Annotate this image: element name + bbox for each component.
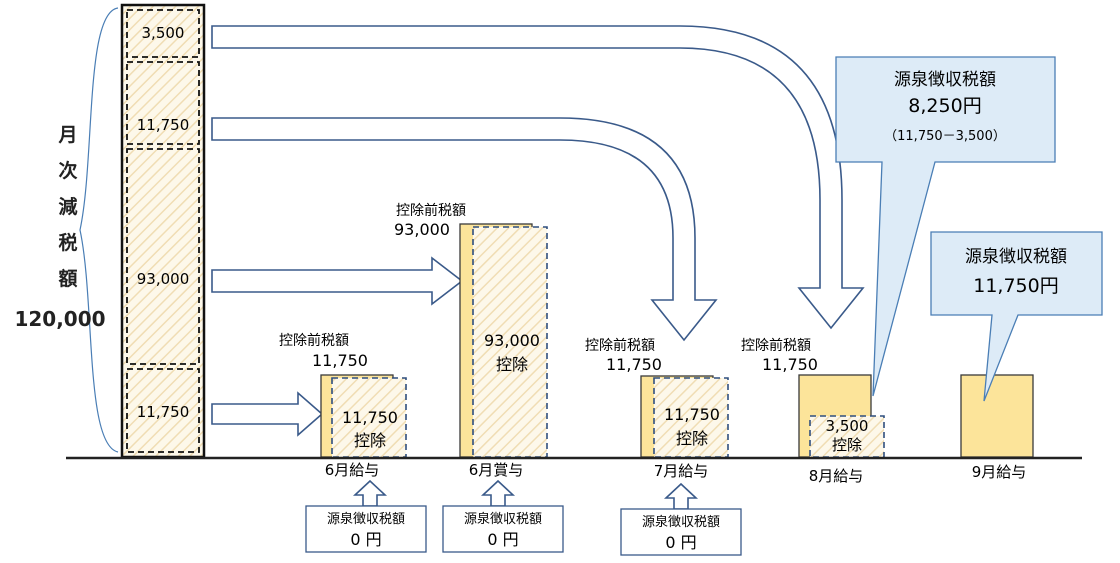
segment-value: 3,500 (142, 24, 185, 42)
segment-value: 11,750 (137, 116, 190, 134)
pre-tax-amount: 11,750 (312, 351, 368, 370)
total-amount: 120,000 (14, 307, 105, 331)
pay-label: 6月賞与 (469, 461, 524, 479)
withholding-title: 源泉徴収税額 (327, 511, 405, 527)
pre-tax-label: 控除前税額 (279, 332, 349, 349)
august-salary-group: 控除前税額 11,750 3,500 控除 8月給与 (741, 337, 885, 485)
august-callout: 源泉徴収税額 8,250円 （11,750－3,500） (835, 56, 1056, 397)
deduction-box (331, 377, 407, 458)
arrow-to-july-salary (211, 117, 718, 342)
september-salary-group: 9月給与 (960, 374, 1034, 481)
transfer-arrows (211, 25, 865, 510)
up-arrow-icon (480, 479, 516, 507)
total-label-char: 額 (58, 267, 77, 290)
september-callout: 源泉徴収税額 11,750円 (930, 231, 1103, 402)
june-salary-group: 控除前税額 11,750 11,750 控除 6月給与 源泉徴収税額 0 円 (279, 332, 427, 553)
up-arrow-icon (663, 482, 699, 510)
callout-title: 源泉徴収税額 (894, 70, 996, 90)
pay-label: 8月給与 (809, 467, 864, 485)
deduction-amount: 3,500 (826, 417, 869, 435)
callout-formula: （11,750－3,500） (884, 129, 1006, 144)
total-label-char: 税 (58, 231, 77, 254)
total-label-char: 次 (58, 159, 77, 182)
pre-tax-label: 控除前税額 (585, 337, 655, 354)
pre-tax-amount: 11,750 (606, 355, 662, 374)
withholding-value: 0 円 (350, 530, 381, 549)
deduction-amount: 11,750 (664, 405, 720, 424)
deduction-label: 控除 (354, 431, 386, 450)
callout-amount: 8,250円 (908, 95, 981, 117)
total-label-char: 減 (58, 195, 77, 218)
segment-value: 93,000 (137, 270, 190, 288)
total-label-char: 月 (57, 124, 77, 146)
pre-tax-bar (960, 374, 1034, 458)
arrow-to-august-salary (211, 25, 865, 330)
withholding-value: 0 円 (487, 530, 518, 549)
pay-label: 6月給与 (325, 461, 380, 479)
up-arrow-icon (352, 479, 388, 507)
deduction-label: 控除 (676, 429, 708, 448)
deduction-label: 控除 (832, 436, 862, 454)
deduction-amount: 93,000 (484, 331, 540, 350)
total-bar: 3,500 11,750 93,000 11,750 (120, 3, 206, 459)
deduction-label: 控除 (496, 355, 528, 374)
deduction-box (472, 226, 548, 458)
deduction-amount: 11,750 (342, 408, 398, 427)
withholding-title: 源泉徴収税額 (642, 514, 720, 530)
callout-amount: 11,750円 (973, 275, 1058, 297)
withholding-box (620, 508, 742, 556)
callout-title: 源泉徴収税額 (965, 247, 1067, 267)
withholding-title: 源泉徴収税額 (464, 511, 542, 527)
segment-value: 11,750 (137, 403, 190, 421)
pay-label: 7月給与 (654, 462, 709, 480)
brace (79, 7, 119, 453)
withholding-value: 0 円 (665, 533, 696, 552)
withholding-box (305, 505, 427, 553)
arrow-to-june-salary (211, 391, 324, 437)
withholding-box (442, 505, 564, 553)
july-salary-group: 控除前税額 11,750 11,750 控除 7月給与 源泉徴収税額 0 円 (585, 337, 742, 556)
arrow-to-june-bonus (211, 256, 464, 306)
pre-tax-label: 控除前税額 (741, 337, 811, 354)
total-label: 月 次 減 税 額 120,000 (14, 124, 105, 331)
june-bonus-group: 控除前税額 93,000 93,000 控除 6月賞与 源泉徴収税額 0 円 (394, 202, 564, 553)
pre-tax-label: 控除前税額 (396, 202, 466, 219)
pay-label: 9月給与 (972, 463, 1027, 481)
pre-tax-amount: 93,000 (394, 220, 450, 239)
pre-tax-amount: 11,750 (762, 355, 818, 374)
